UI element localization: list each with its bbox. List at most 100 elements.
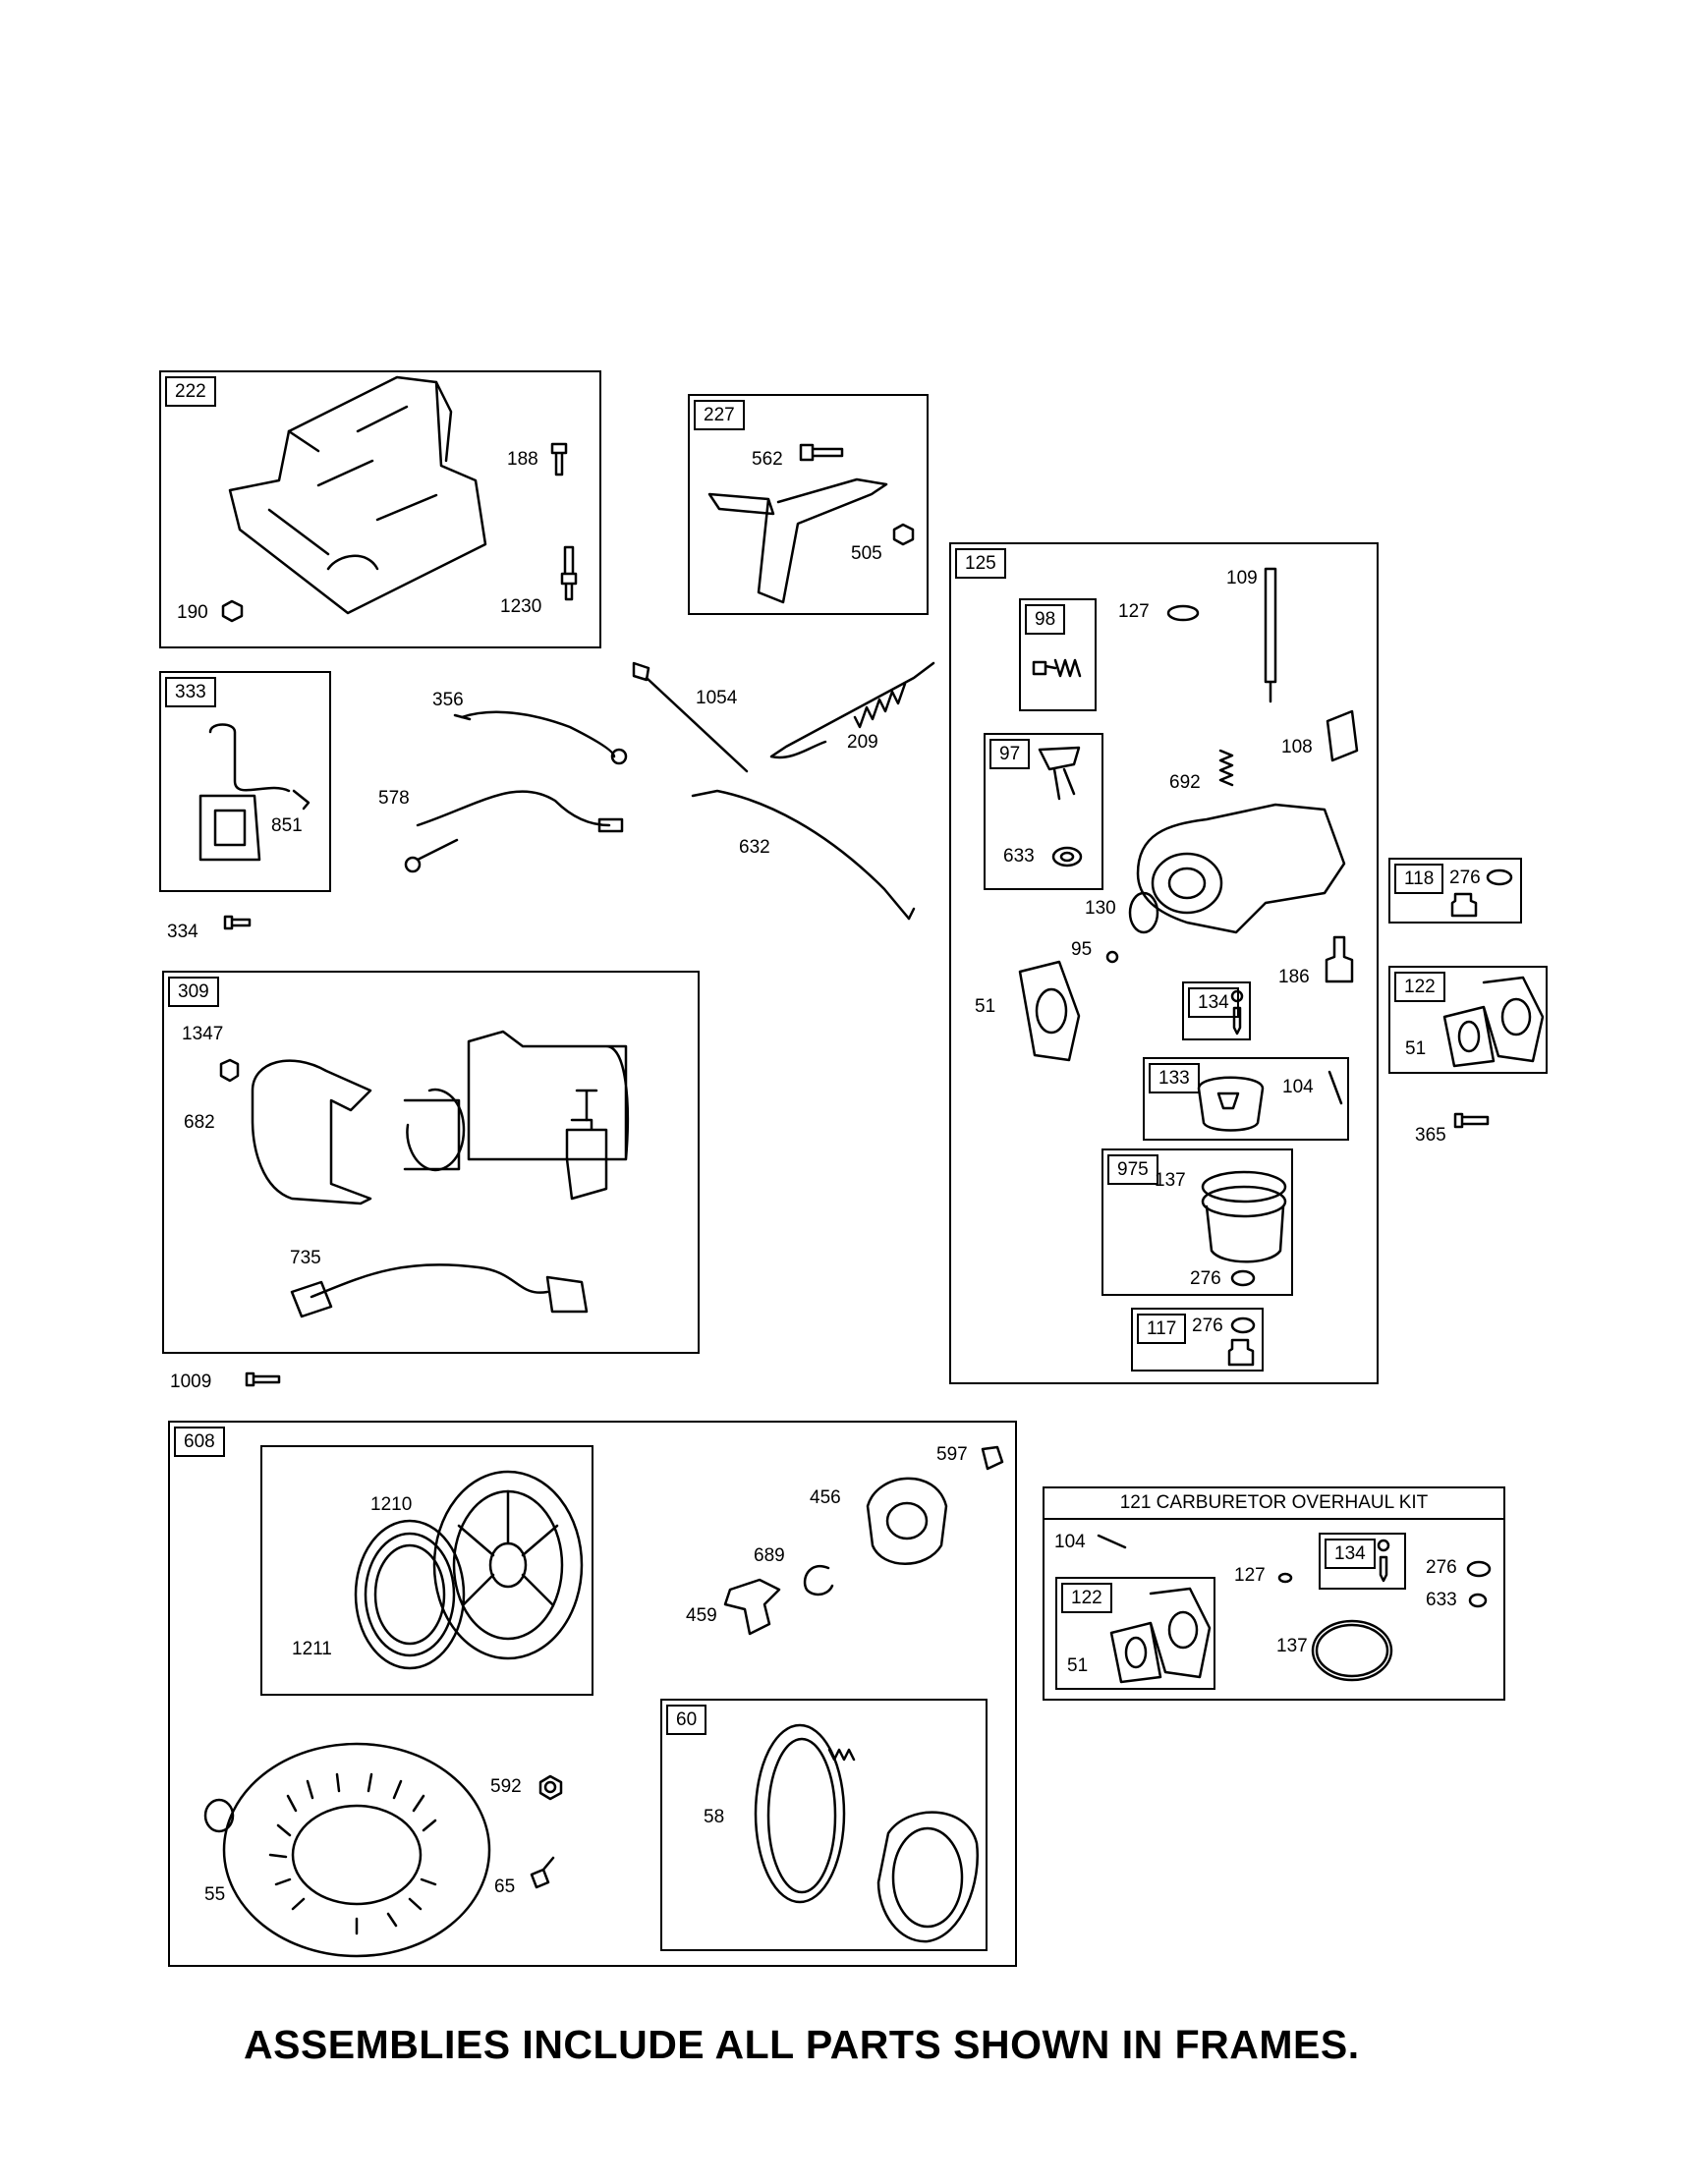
spring-icon (1218, 749, 1234, 787)
carburetor-overhaul-kit: 121 CARBURETOR OVERHAUL KIT 104 127 134 … (1043, 1486, 1505, 1701)
part-label: 104 (1282, 1077, 1314, 1097)
part-label: 456 (810, 1487, 841, 1508)
part-label: 58 (704, 1807, 725, 1827)
frame-60: 60 58 (660, 1699, 988, 1951)
part-label: 735 (290, 1248, 321, 1268)
gasket-icon (1230, 1269, 1256, 1287)
spring-icon (769, 661, 935, 759)
part-label: 137 (1276, 1636, 1308, 1656)
part-label: 127 (1234, 1565, 1266, 1586)
part-label: 592 (490, 1776, 522, 1797)
part-label: 188 (507, 449, 538, 470)
part-label: 276 (1449, 868, 1481, 888)
part-label: 65 (494, 1876, 516, 1897)
fitting-icon (1325, 935, 1354, 983)
frame-number: 309 (168, 977, 219, 1007)
part-label: 1210 (370, 1494, 413, 1515)
control-bracket-drawing (707, 477, 888, 604)
stud-icon (560, 545, 578, 601)
tie-strap-icon (632, 661, 749, 773)
frame-number: 122 (1061, 1583, 1112, 1613)
frame-number: 133 (1149, 1063, 1200, 1093)
nut-icon (538, 1774, 563, 1801)
bolt-icon (981, 1445, 1004, 1471)
drain-plug-icon (1450, 892, 1478, 918)
spacer-gasket-icon (1109, 1587, 1212, 1684)
seal-icon (1051, 846, 1083, 868)
bolt-icon (221, 599, 244, 623)
welch-plug-icon (1166, 604, 1200, 622)
part-label: 104 (1054, 1532, 1086, 1552)
part-label: 356 (432, 690, 464, 710)
part-label: 682 (184, 1112, 215, 1133)
pin-icon (1327, 1070, 1343, 1105)
frame-333: 333 851 (159, 671, 331, 892)
part-label: 276 (1190, 1268, 1221, 1289)
part-label: 209 (847, 732, 878, 753)
starter-housing-drawing (203, 1742, 491, 1958)
frame-number: 227 (694, 400, 745, 430)
frame-number: 134 (1188, 987, 1239, 1018)
frame-number: 122 (1394, 972, 1445, 1002)
throttle-plate-icon (1128, 891, 1159, 934)
frame-134: 134 (1182, 981, 1251, 1040)
pin-icon (1097, 1534, 1127, 1549)
pulley-subframe: 1210 1211 (260, 1445, 593, 1696)
part-label: 186 (1278, 967, 1310, 987)
frame-number: 117 (1137, 1314, 1187, 1344)
needle-icon (1377, 1539, 1390, 1583)
kit-frame-134: 134 (1319, 1533, 1406, 1590)
throttle-plate-icon (1326, 709, 1359, 762)
float-icon (1197, 1076, 1265, 1132)
screw-spring-icon (1032, 658, 1082, 678)
part-label: 51 (975, 996, 996, 1017)
carburetor-body-drawing (1136, 803, 1346, 934)
frame-number: 333 (165, 677, 216, 707)
bolt-icon (219, 1058, 240, 1083)
ignition-armature-drawing (198, 723, 311, 862)
kit-title: 121 CARBURETOR OVERHAUL KIT (1045, 1488, 1503, 1520)
part-label: 137 (1155, 1170, 1186, 1191)
starter-motor-drawing (251, 1030, 630, 1205)
nut-icon (892, 523, 915, 546)
kit-frame-122: 122 51 (1055, 1577, 1215, 1690)
frame-number: 118 (1394, 864, 1444, 894)
part-label: 109 (1226, 568, 1258, 588)
wire-icon (290, 1263, 589, 1318)
frame-number: 608 (174, 1427, 225, 1457)
frame-97: 97 633 (984, 733, 1103, 890)
part-label: 276 (1426, 1557, 1457, 1578)
gasket-icon (1230, 1316, 1256, 1334)
frame-133: 133 104 (1143, 1057, 1349, 1141)
part-label: 1211 (292, 1639, 332, 1659)
part-label: 851 (271, 815, 303, 836)
part-label: 505 (851, 543, 882, 564)
bowl-nut-icon (1227, 1338, 1255, 1367)
welch-plug-icon (1277, 1572, 1293, 1584)
bolt-icon (223, 915, 252, 930)
gasket-icon (1466, 1560, 1492, 1578)
part-label: 190 (177, 602, 208, 623)
part-label: 578 (378, 788, 410, 809)
part-label: 130 (1085, 898, 1116, 919)
engine-base-plate-drawing (228, 375, 487, 615)
gasket-icon (1486, 868, 1513, 886)
part-label: 692 (1169, 772, 1201, 793)
bolt-icon (550, 442, 568, 476)
cam-icon (866, 1477, 948, 1565)
frame-98: 98 (1019, 598, 1097, 711)
frame-number: 222 (165, 376, 216, 407)
part-label: 276 (1192, 1316, 1223, 1336)
frame-608: 608 1210 1211 597 456 689 459 592 65 55 … (168, 1421, 1017, 1967)
part-label: 562 (752, 449, 783, 470)
starter-handle-drawing (754, 1723, 979, 1943)
part-label: 334 (167, 922, 198, 942)
frame-number: 97 (989, 739, 1031, 769)
wire-icon (404, 790, 624, 873)
part-label: 632 (739, 837, 770, 858)
bolt-icon (799, 443, 844, 462)
bowl-gasket-icon (1311, 1619, 1393, 1682)
frame-122: 122 51 (1388, 966, 1548, 1074)
frame-number: 134 (1325, 1539, 1376, 1569)
part-label: 55 (204, 1884, 226, 1905)
